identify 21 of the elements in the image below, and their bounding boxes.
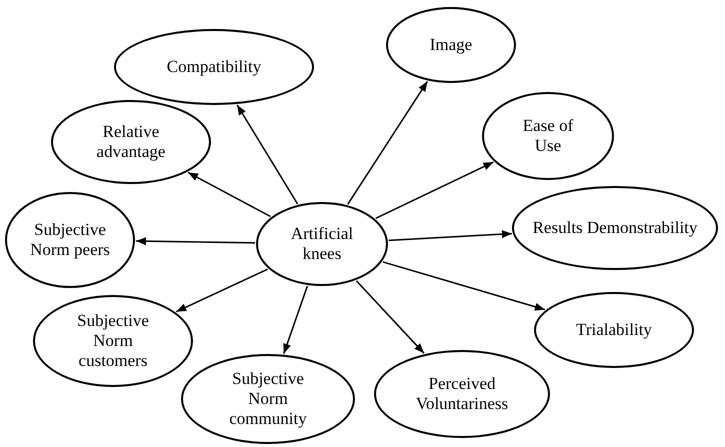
arrow <box>188 172 271 218</box>
concept-label: Results Demonstrability <box>532 218 698 238</box>
concept-label: Relative advantage <box>96 122 166 162</box>
arrow <box>356 280 425 354</box>
arrow <box>347 81 428 205</box>
arrow <box>236 104 298 204</box>
arrow <box>382 261 546 311</box>
arrow <box>176 268 268 312</box>
concept-label: Subjective Norm community <box>228 369 308 429</box>
concept-label: Trialability <box>576 320 652 340</box>
concept-label: Subjective Norm peers <box>29 220 111 260</box>
concept-label: Subjective Norm customers <box>76 311 150 371</box>
arrow <box>136 237 256 246</box>
arrow <box>388 230 512 242</box>
concept-label: Artificial knees <box>290 224 354 264</box>
concept-label: Image <box>430 35 472 55</box>
concept-label: Compatibility <box>166 57 262 77</box>
arrow <box>375 161 494 219</box>
concept-label: Ease of Use <box>522 116 574 156</box>
concept-label: Perceived Voluntariness <box>414 374 510 414</box>
arrow <box>283 286 308 354</box>
